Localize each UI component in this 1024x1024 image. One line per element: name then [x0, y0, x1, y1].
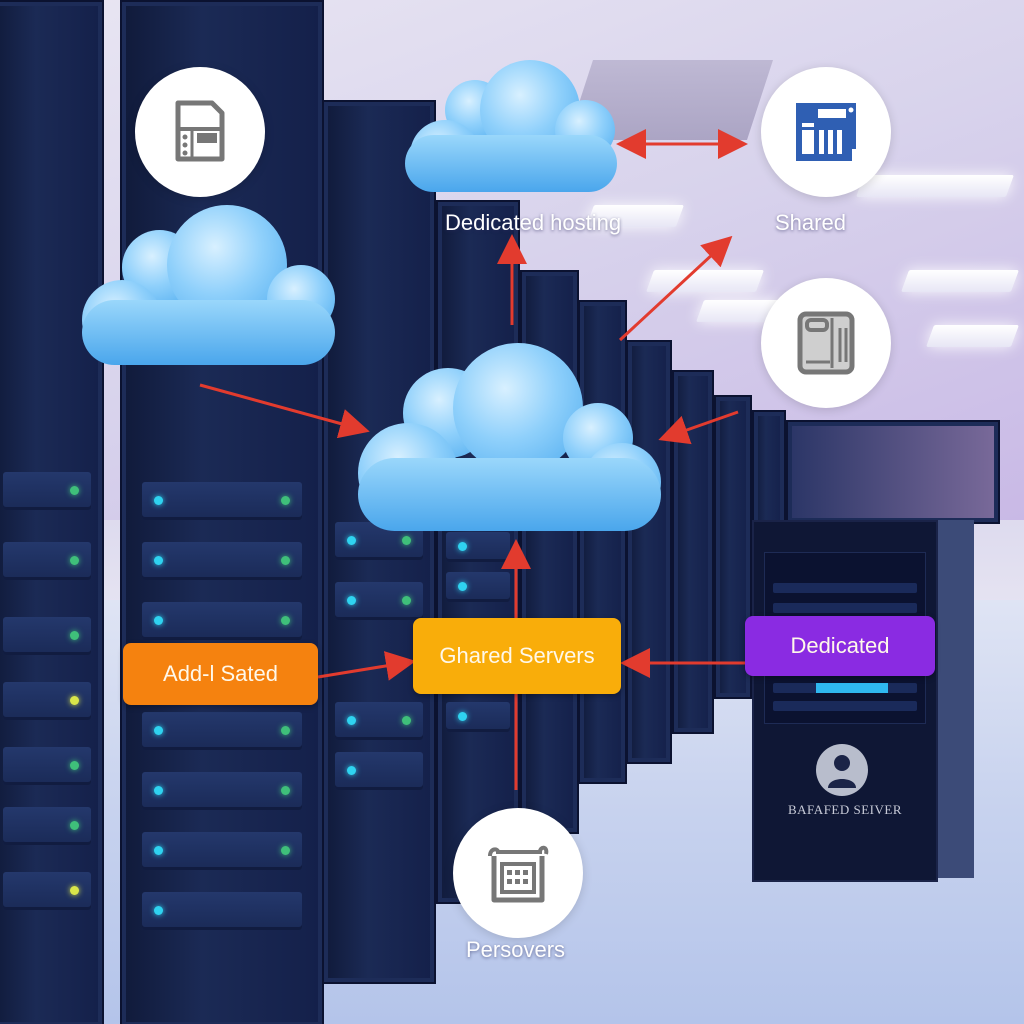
tag-add-sated[interactable]: Add-l Sated [123, 643, 318, 705]
server-storage-icon [796, 103, 856, 161]
tag-dedicated[interactable]: Dedicated [745, 616, 935, 676]
caption-persovers: Persovers [466, 937, 566, 962]
server-rack [322, 100, 436, 984]
console-side [934, 520, 974, 878]
ceiling-light [925, 325, 1020, 347]
device-icon [797, 311, 855, 375]
calendar-icon [488, 845, 549, 903]
cloud-left [82, 205, 335, 365]
shared-server-icon-button[interactable] [761, 67, 891, 197]
document-icon-button[interactable] [135, 67, 265, 197]
ceiling-light [855, 175, 1015, 197]
tag-add-sated-label: Add-l Sated [163, 661, 278, 686]
caption-shared: Shared [775, 210, 846, 235]
device-icon-button[interactable] [761, 278, 891, 408]
cloud-top [405, 60, 617, 192]
server-rack [672, 370, 714, 734]
tag-ghared-servers[interactable]: Ghared Servers [413, 618, 621, 694]
server-rack [0, 0, 104, 1024]
tag-ghared-servers-label: Ghared Servers [439, 643, 595, 668]
tag-dedicated-label: Dedicated [790, 633, 890, 658]
user-avatar-icon [816, 744, 868, 796]
server-rack [752, 410, 786, 534]
caption-dedicated-hosting: Dedicated hosting [445, 210, 622, 235]
calendar-icon-button[interactable] [453, 808, 583, 938]
document-icon [175, 100, 225, 162]
server-rack [436, 200, 520, 904]
ceiling-light [645, 270, 765, 292]
server-rack-row-distant [786, 420, 1000, 524]
ceiling-light [900, 270, 1020, 292]
cloud-center [358, 343, 661, 531]
console-label: BAFAFED SEIVER [787, 802, 903, 817]
dedicated-server-console: BAFAFED SEIVER [752, 520, 938, 882]
